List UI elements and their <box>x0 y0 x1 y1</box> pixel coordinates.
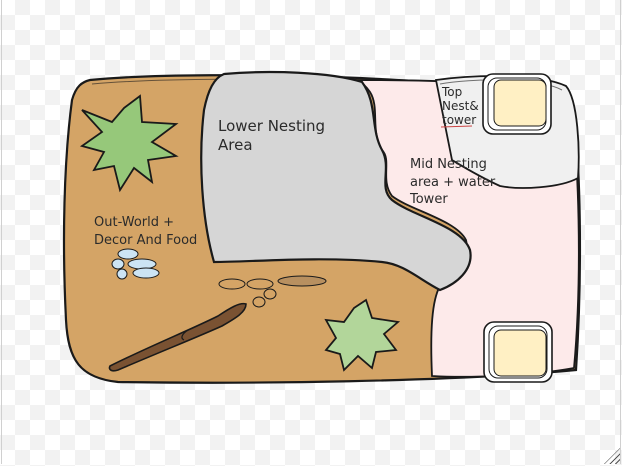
bottom-water-tower[interactable] <box>483 321 553 383</box>
top-nest-label-line3: tower <box>442 113 476 127</box>
plant-small[interactable] <box>324 298 401 372</box>
pebbles-blue <box>111 248 160 280</box>
top-nest-underline <box>440 125 473 128</box>
top-nest-label-line1: Top <box>441 85 462 99</box>
lower-nesting-label-line2: Area <box>218 136 253 154</box>
mid-nesting-label-line3: Tower <box>409 192 448 207</box>
pebbles-tan <box>218 275 327 308</box>
outworld-label-line2: Decor And Food <box>94 233 197 248</box>
plant-large[interactable] <box>79 94 179 193</box>
mid-nesting-label-line1: Mid Nesting <box>410 157 487 172</box>
mid-nesting-label-line2: area + water <box>410 175 496 190</box>
top-water-tower[interactable] <box>482 73 552 135</box>
outworld-label-line1: Out-World + <box>94 215 174 230</box>
top-nest-label-line2: Nest& <box>442 99 479 113</box>
stick[interactable] <box>108 302 247 372</box>
lower-nesting-area[interactable] <box>200 70 472 292</box>
lower-nesting-label-line1: Lower Nesting <box>218 117 325 135</box>
